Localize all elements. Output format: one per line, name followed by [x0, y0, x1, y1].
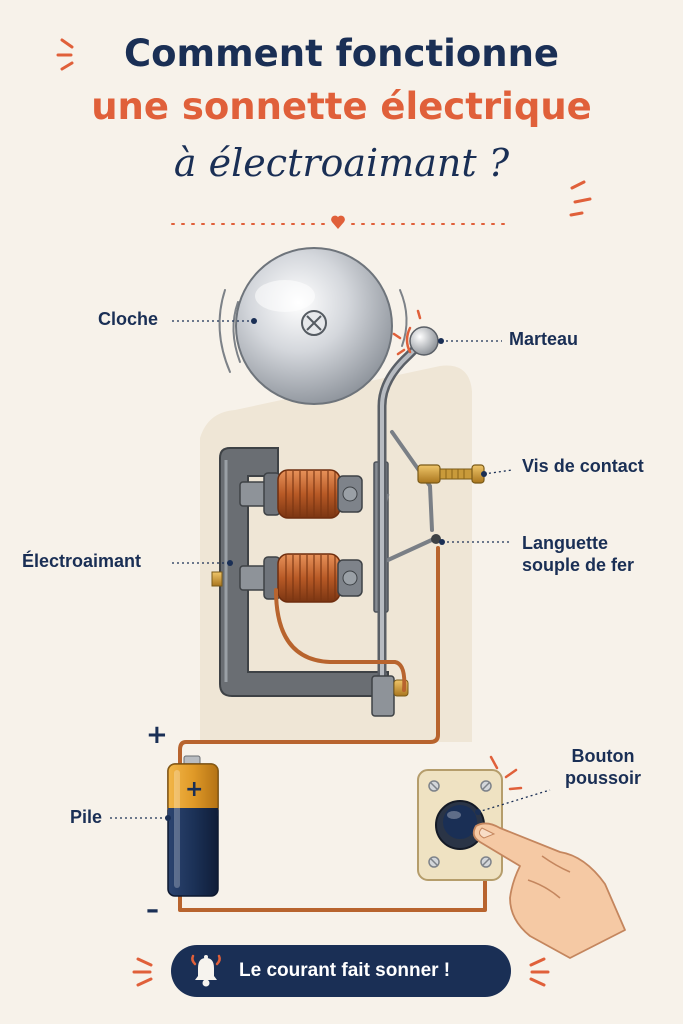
- cta-sparks-right: [529, 957, 550, 987]
- cta-pill: Le courant fait sonner !: [171, 945, 511, 997]
- cta-text: Le courant fait sonner !: [239, 960, 451, 981]
- label-pile: Pile: [70, 807, 103, 827]
- minus-sign: –: [146, 895, 159, 925]
- contact-point: [431, 534, 441, 544]
- battery-plus-mark: +: [185, 777, 203, 802]
- coil-bottom: [263, 553, 363, 603]
- leader-lines: [110, 320, 551, 819]
- contact-screw: [417, 464, 485, 484]
- coil-top: [263, 469, 363, 519]
- label-cloche: Cloche: [98, 309, 159, 329]
- hammer-impact-lines: [392, 309, 422, 356]
- plus-sign: +: [146, 720, 168, 750]
- label-languette-line1: Languette: [522, 533, 609, 553]
- battery: [167, 755, 219, 897]
- button-screw-icon: [428, 780, 492, 868]
- hammer-ball: [409, 326, 439, 356]
- wiring: [178, 546, 487, 912]
- title-line-2: une sonnette électrique: [91, 85, 592, 128]
- label-vis-de-contact: Vis de contact: [522, 456, 644, 476]
- bell-vibration-lines: [218, 289, 408, 373]
- cta-sparks-left: [132, 957, 153, 987]
- label-languette-line2: souple de fer: [522, 555, 635, 575]
- label-bouton-poussoir: Bouton poussoir: [565, 745, 641, 789]
- bell-icon: [191, 954, 221, 987]
- bell: [235, 247, 393, 405]
- hammer-arm: [371, 337, 427, 717]
- title-sparks-left: [56, 38, 74, 71]
- label-bouton-line2: poussoir: [565, 768, 642, 788]
- label-bouton-line1: Bouton: [571, 746, 635, 766]
- heart-icon: [331, 215, 345, 229]
- button-press-lines: [489, 755, 523, 791]
- title-block: Comment fonctionne une sonnette électriq…: [0, 28, 683, 192]
- finger-icon: [472, 822, 626, 959]
- title-line-3: à électroaimant ?: [173, 141, 510, 185]
- label-marteau: Marteau: [509, 329, 579, 349]
- title-line-1: Comment fonctionne: [123, 32, 560, 75]
- leader-dots: [165, 318, 487, 821]
- label-languette: Languette souple de fer: [522, 532, 634, 576]
- title-sparks-right: [569, 180, 592, 217]
- electromagnet-frame: [211, 447, 389, 697]
- push-button: [417, 769, 503, 881]
- dotted-divider: [171, 215, 511, 229]
- label-electroaimant: Électroaimant: [22, 551, 142, 571]
